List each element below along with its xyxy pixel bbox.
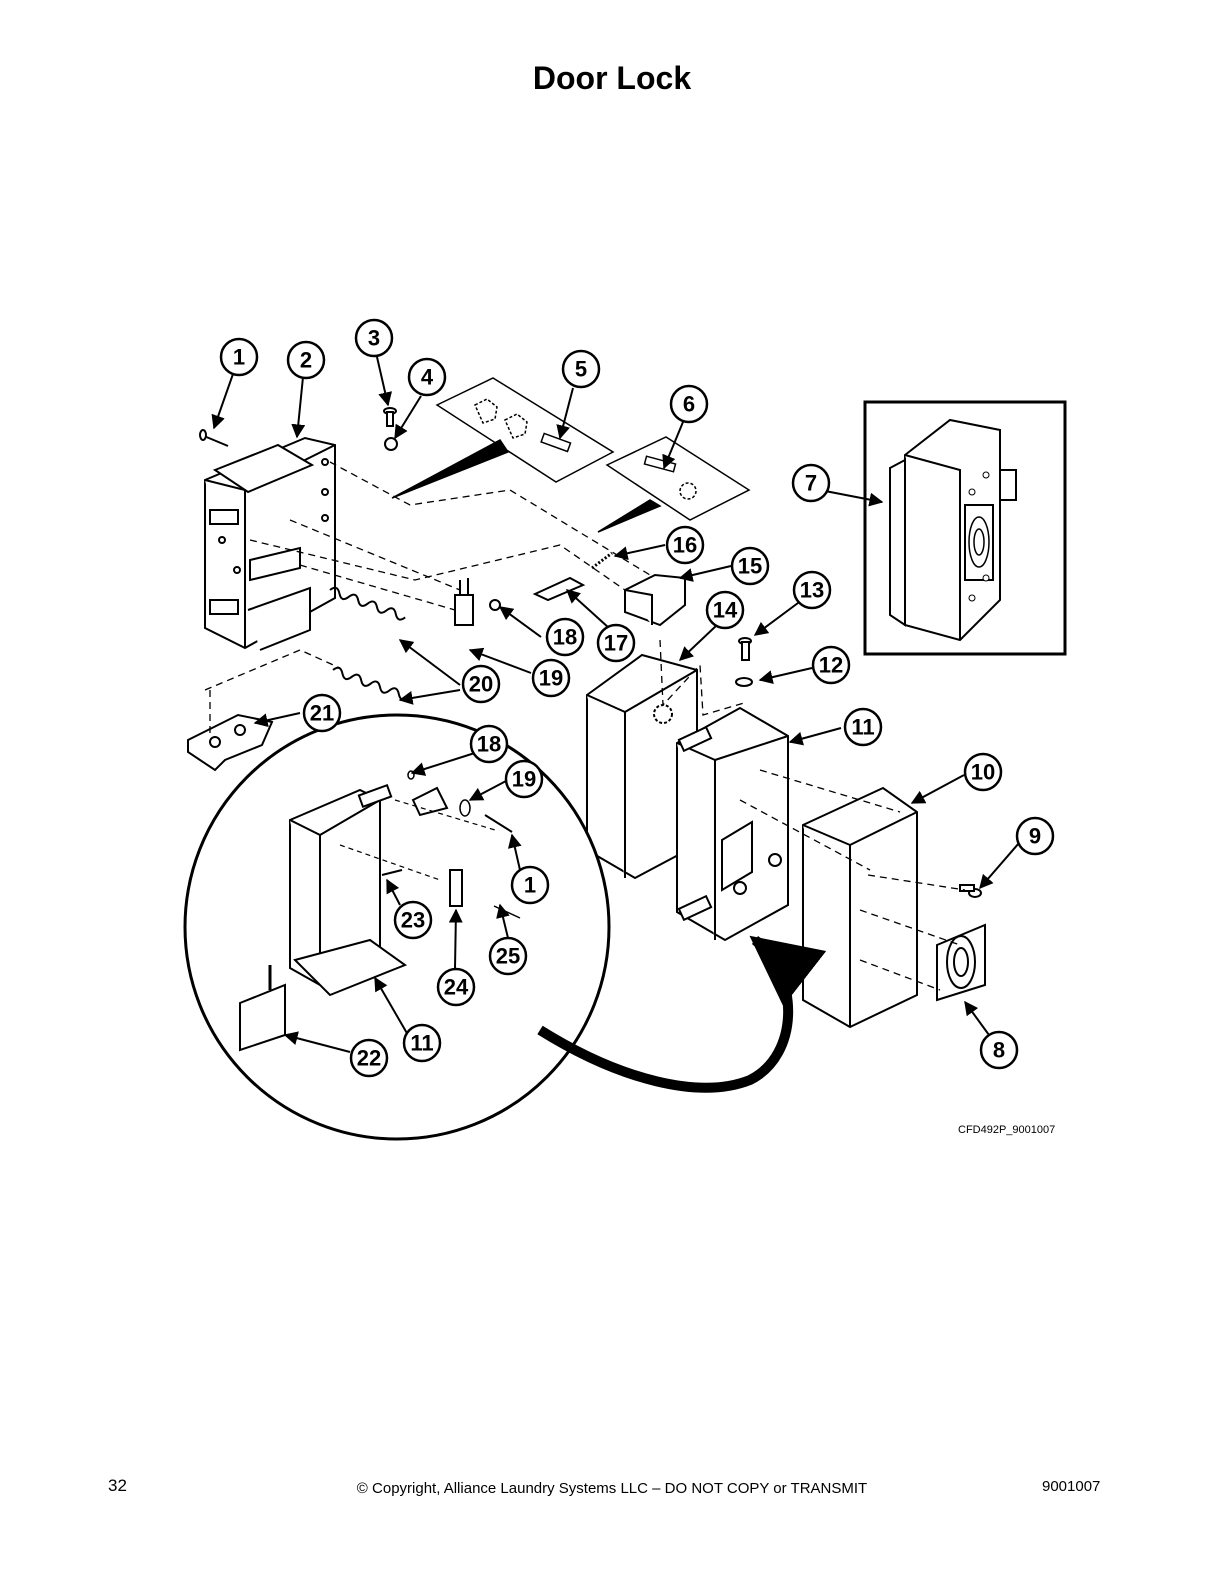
callout-11-detail: 11 <box>410 1031 433 1056</box>
callout-7: 7 <box>805 471 817 496</box>
callout-11: 11 <box>851 715 874 740</box>
callout-6: 6 <box>683 392 695 417</box>
callout-3: 3 <box>368 326 380 351</box>
callout-1: 1 <box>233 345 245 370</box>
callout-17: 17 <box>604 631 628 656</box>
assembled-lock-inset <box>863 400 1067 656</box>
screw-part <box>199 429 229 447</box>
callout-25: 25 <box>496 944 520 969</box>
cover-part-10 <box>802 786 918 1029</box>
latch-parts <box>454 551 686 627</box>
housing-part-11 <box>676 706 789 942</box>
callout-22: 22 <box>357 1046 381 1071</box>
callout-circles <box>219 318 1055 1078</box>
callout-20: 20 <box>469 672 493 697</box>
bolt-part <box>383 407 398 451</box>
screw-panel-6 <box>597 436 751 533</box>
callout-18: 18 <box>553 625 577 650</box>
callout-4: 4 <box>421 365 434 390</box>
main-bracket-part <box>204 436 336 651</box>
callout-18-detail: 18 <box>477 732 501 757</box>
callout-labels: 1 2 3 4 5 6 7 8 9 10 11 11 12 13 14 15 1… <box>233 326 1041 1071</box>
detail-pointer-arrow <box>537 935 827 1093</box>
latch-hook-part <box>187 713 274 772</box>
leader-lines <box>211 356 1020 1053</box>
figure-reference-code: CFD492P_9001007 <box>958 1124 1056 1136</box>
washer-and-screw <box>735 637 753 687</box>
callout-12: 12 <box>819 653 843 678</box>
callout-13: 13 <box>800 578 824 603</box>
callout-24: 24 <box>444 975 469 1000</box>
callout-9: 9 <box>1029 824 1041 849</box>
callout-14: 14 <box>713 598 738 623</box>
callout-23: 23 <box>401 908 425 933</box>
callout-2: 2 <box>300 348 312 373</box>
page-number: 32 <box>108 1476 127 1495</box>
assembly-dashed-lines <box>204 461 966 991</box>
callout-21: 21 <box>310 701 334 726</box>
callout-16: 16 <box>673 533 697 558</box>
button-and-screw <box>936 884 986 1002</box>
copyright-notice: © Copyright, Alliance Laundry Systems LL… <box>356 1480 868 1497</box>
callout-19-detail: 19 <box>512 767 536 792</box>
screw-kit-panel <box>391 377 615 499</box>
callout-1-detail: 1 <box>524 873 536 898</box>
page-title: Door Lock <box>532 60 692 96</box>
callout-8: 8 <box>993 1038 1005 1063</box>
callout-10: 10 <box>971 760 995 785</box>
springs-part <box>329 586 409 701</box>
callout-15: 15 <box>738 554 762 579</box>
callout-19: 19 <box>539 666 563 691</box>
document-number: 9001007 <box>1042 1478 1101 1495</box>
callout-5: 5 <box>575 357 587 382</box>
